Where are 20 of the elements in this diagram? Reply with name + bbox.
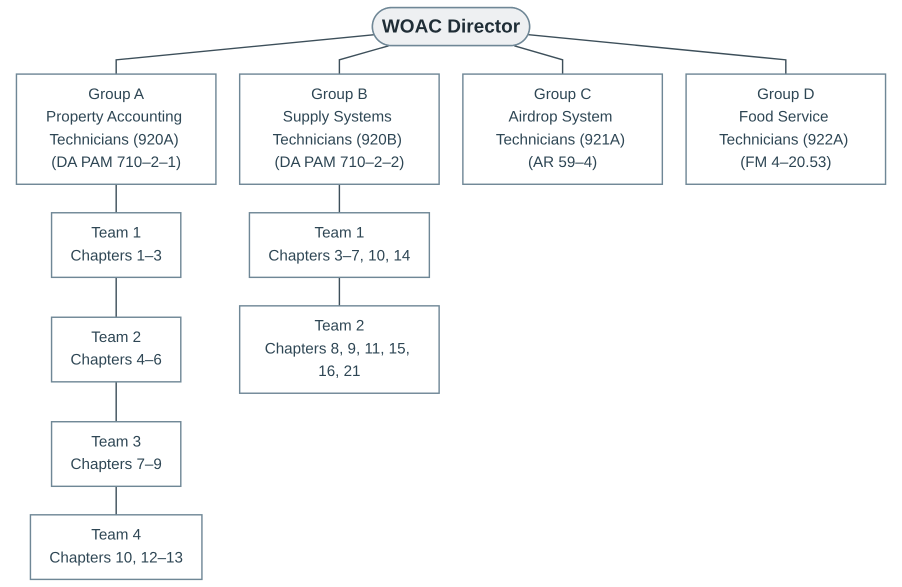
connector: [338, 277, 340, 306]
connector: [338, 184, 340, 213]
connector: [115, 34, 375, 74]
connector: [115, 486, 117, 515]
node-box: Group B Supply Systems Technicians (920B) (DA PAM 710–2–2): [238, 73, 440, 185]
node-box: Team 1 Chapters 3–7, 10, 14: [248, 212, 430, 278]
node-box: Team 2 Chapters 4–6: [50, 316, 182, 383]
node-box: Team 3 Chapters 7–9: [50, 421, 182, 488]
connector: [338, 45, 389, 74]
node-box: Group C Airdrop System Technicians (921A) (AR 59–4): [462, 73, 664, 185]
node-box: Group A Property Accounting Technicians (920A) (DA PAM 710–2–1): [16, 73, 217, 185]
connector: [528, 34, 787, 74]
connector: [115, 382, 117, 422]
connector: [115, 184, 117, 213]
node-box: Team 2 Chapters 8, 9, 11, 15, 16, 21: [238, 305, 440, 394]
node-box: Team 4 Chapters 10, 12–13: [30, 514, 203, 580]
connector: [115, 277, 117, 318]
node-box: Group D Food Service Technicians (922A) (FM 4–20.53): [685, 73, 886, 185]
node-box: Team 1 Chapters 1–3: [50, 212, 182, 278]
connector: [514, 45, 564, 74]
